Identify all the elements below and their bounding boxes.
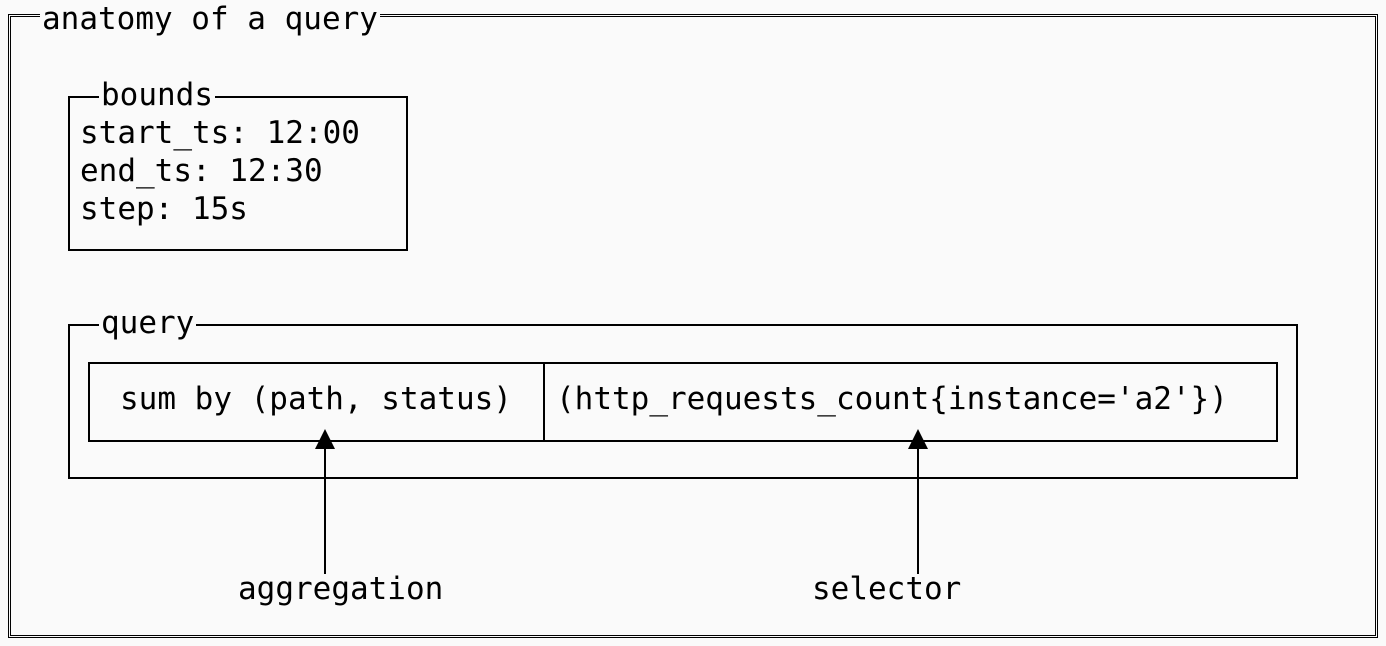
bounds-end-ts: end_ts: 12:30 <box>80 153 323 189</box>
bounds-title: bounds <box>99 77 215 113</box>
selector-arrow-line <box>917 448 919 574</box>
outer-frame <box>8 14 1378 638</box>
aggregation-arrow-head <box>315 429 335 449</box>
aggregation-expression: sum by (path, status) <box>120 381 512 417</box>
query-title: query <box>99 305 197 341</box>
expression-divider <box>543 362 545 440</box>
bounds-box <box>68 96 408 251</box>
bounds-start-ts: start_ts: 12:00 <box>80 115 360 151</box>
bounds-step: step: 15s <box>80 191 248 227</box>
query-box <box>68 324 1298 479</box>
aggregation-label: aggregation <box>238 571 444 607</box>
diagram-title: anatomy of a query <box>40 1 380 37</box>
selector-label: selector <box>812 571 962 607</box>
query-expression-box <box>88 362 1278 442</box>
selector-arrow-head <box>908 429 928 449</box>
aggregation-arrow-line <box>324 448 326 574</box>
selector-expression: (http_requests_count{instance='a2'}) <box>556 381 1228 417</box>
